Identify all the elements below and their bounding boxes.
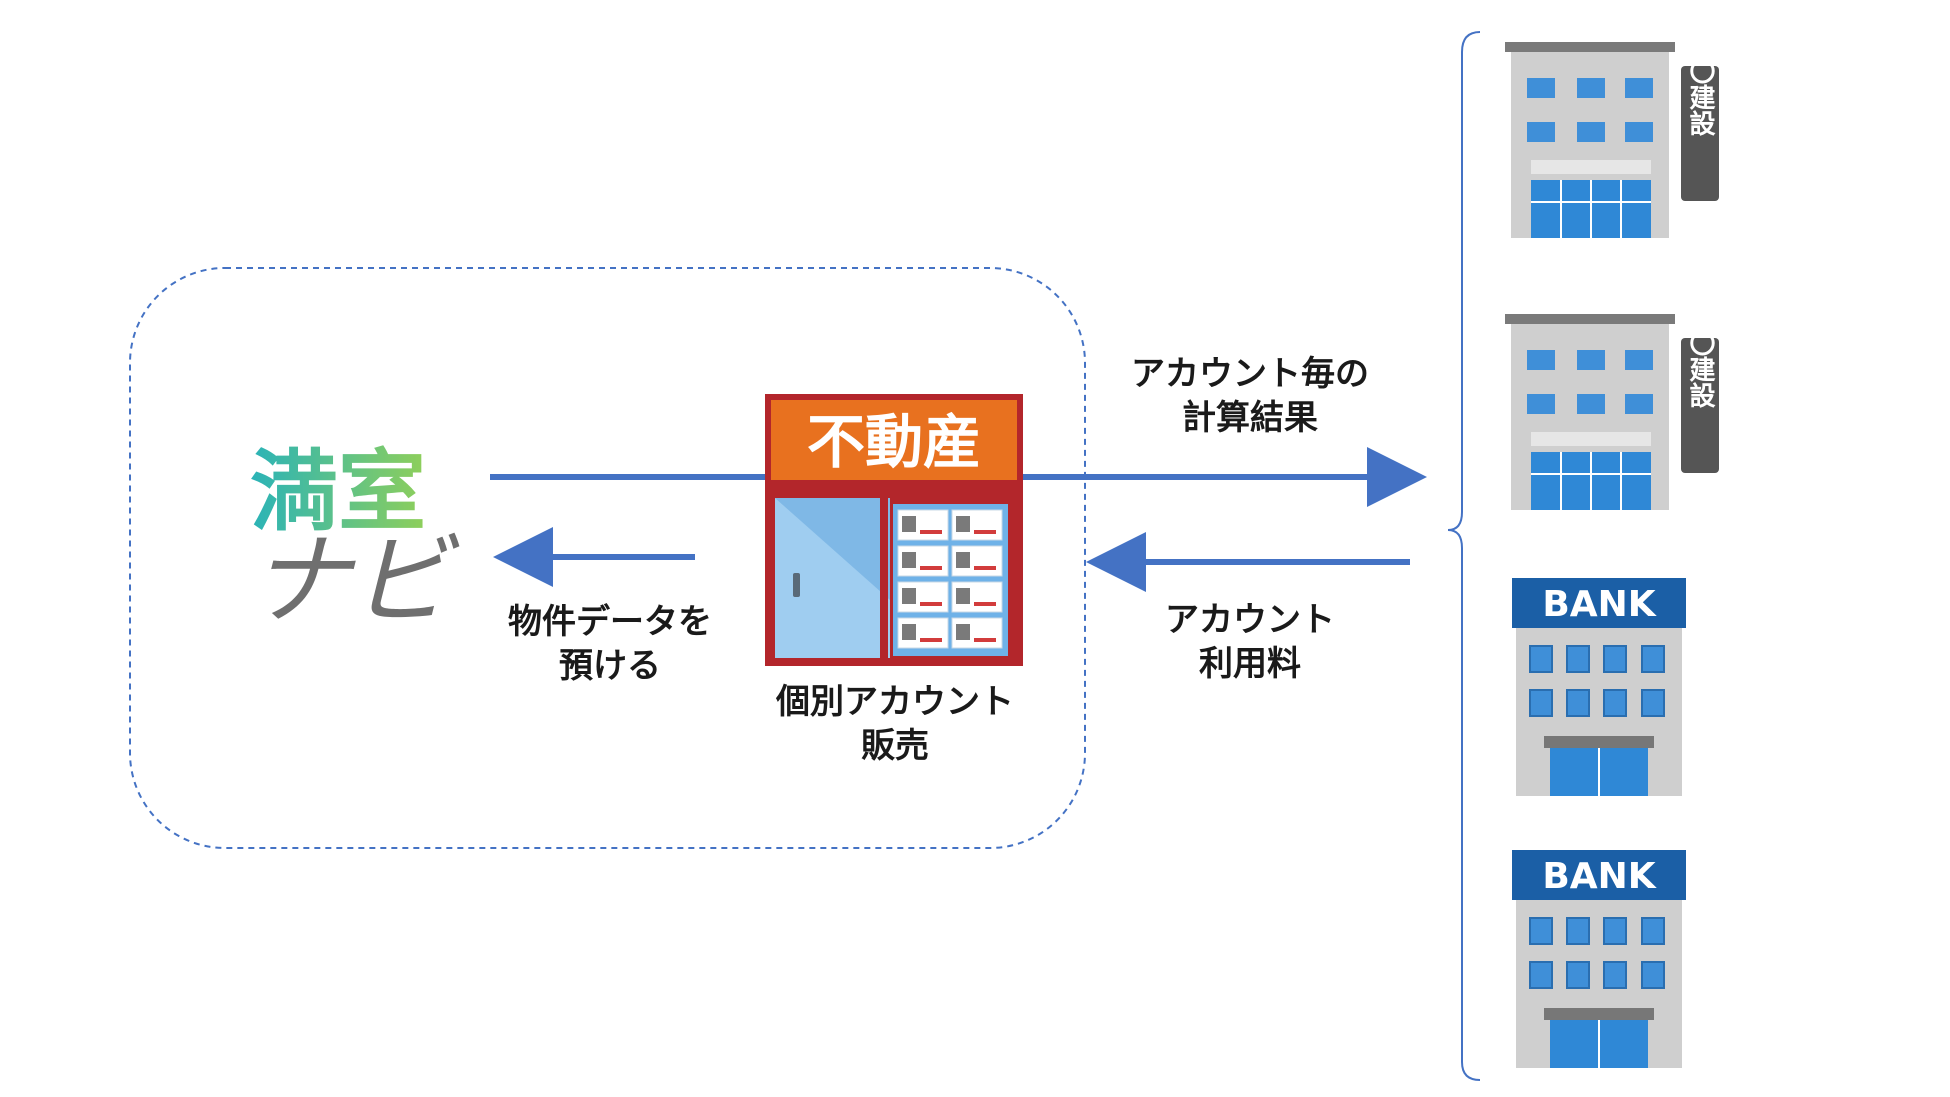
flow-label-line: 利用料: [1199, 644, 1301, 685]
bank-icon: BANK: [1512, 850, 1686, 1068]
mansitsu-navi-logo: 満室 ナビ: [250, 440, 460, 639]
flow-label-line: アカウント毎の: [1131, 354, 1369, 394]
flow-label-line: 物件データを: [508, 602, 712, 642]
shop-caption-line: 販売: [861, 726, 929, 767]
flow-label-results: アカウント毎の 計算結果: [1110, 352, 1390, 440]
construction-company-icon: 〇〇建設: [1505, 42, 1719, 238]
flow-label-line: 計算結果: [1182, 398, 1318, 439]
construction-sign-text: 〇〇建設: [1685, 314, 1715, 408]
flow-label-line: アカウント: [1165, 600, 1335, 640]
construction-sign-text: 〇〇建設: [1685, 42, 1715, 136]
real-estate-shop-icon: 不動産: [765, 394, 1023, 666]
shop-sign-text: 不動産: [807, 408, 981, 476]
logo-line2: ナビ: [250, 522, 460, 639]
flow-label-deposit-data: 物件データを 預ける: [490, 600, 730, 688]
shop-caption: 個別アカウント 販売: [755, 680, 1035, 768]
logo-line1: 満室: [250, 440, 426, 543]
flow-label-line: 預ける: [559, 646, 661, 687]
shop-caption-line: 個別アカウント: [776, 682, 1014, 722]
construction-company-icon: 〇〇建設: [1505, 314, 1719, 510]
bank-icon: BANK: [1512, 578, 1686, 796]
bank-sign-text: BANK: [1542, 584, 1656, 625]
client-group-brace: [1447, 31, 1481, 1081]
bank-sign-text: BANK: [1542, 856, 1656, 897]
flow-label-usage-fee: アカウント 利用料: [1130, 598, 1370, 686]
